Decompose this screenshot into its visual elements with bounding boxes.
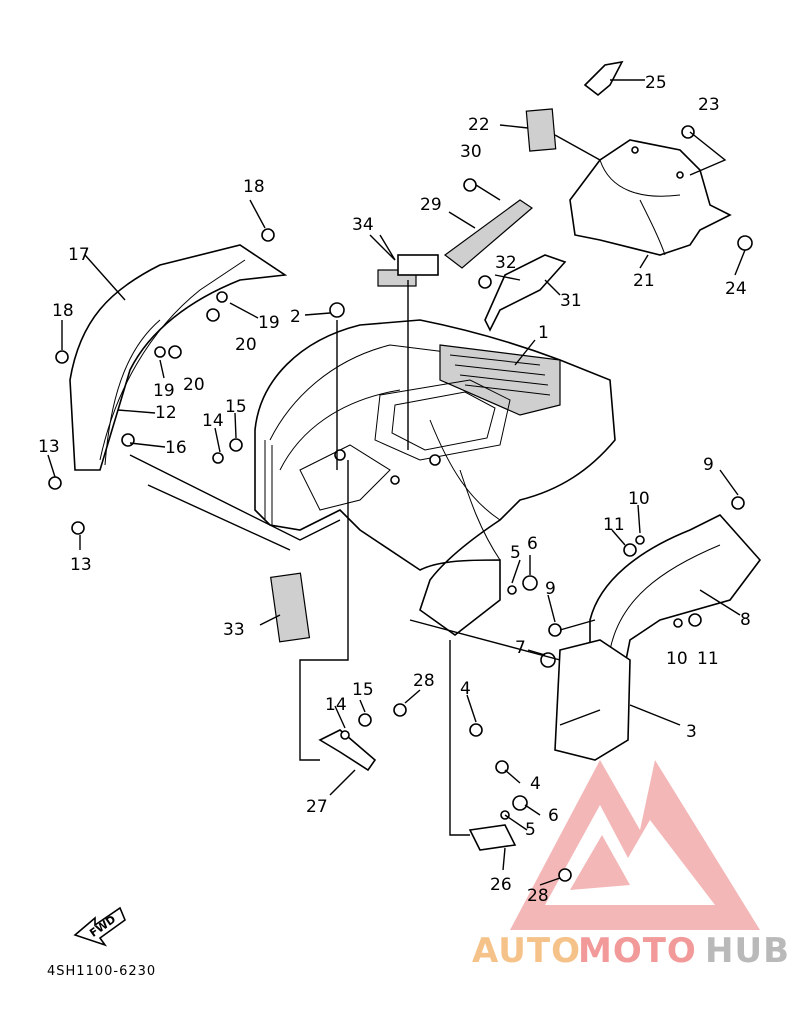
- callout-14a: 14: [202, 411, 224, 431]
- callout-4a: 4: [460, 679, 471, 699]
- clip-25: [583, 60, 624, 97]
- callout-6a: 6: [527, 534, 538, 554]
- callout-20a: 20: [235, 335, 257, 355]
- watermark-logo: [510, 760, 760, 930]
- callout-19b: 19: [153, 381, 175, 401]
- callout-21: 21: [633, 271, 655, 291]
- hardware: [48, 125, 753, 882]
- mud-flap-12: [99, 259, 246, 461]
- watermark-text: AUTO MOTO HUB: [472, 931, 790, 971]
- callout-6b: 6: [548, 806, 559, 826]
- callout-34: 34: [352, 215, 374, 235]
- callout-29: 29: [420, 195, 442, 215]
- callout-32: 32: [495, 253, 517, 273]
- callout-15b: 15: [352, 680, 374, 700]
- callout-16: 16: [165, 438, 187, 458]
- callouts: 25 23 22 30 21 24 29 32 31 18 34 17 2 19…: [38, 73, 751, 906]
- diagram-code: 4SH1100-6230: [47, 964, 156, 979]
- bracket-26: [468, 824, 517, 851]
- callout-3: 3: [686, 722, 697, 742]
- callout-10b: 10: [666, 649, 688, 669]
- label-33: [270, 572, 311, 643]
- callout-22: 22: [468, 115, 490, 135]
- callout-1: 1: [538, 323, 549, 343]
- callout-13b: 13: [70, 555, 92, 575]
- callout-28b: 28: [527, 886, 549, 906]
- callout-30: 30: [460, 142, 482, 162]
- bracket-29: [443, 199, 533, 269]
- callout-15a: 15: [225, 397, 247, 417]
- callout-11b: 11: [697, 649, 719, 669]
- rear-fender: [254, 319, 616, 636]
- callout-7: 7: [515, 638, 526, 658]
- guard-31: [484, 254, 567, 332]
- callout-13a: 13: [38, 437, 60, 457]
- watermark-auto: AUTO: [472, 931, 581, 971]
- watermark-hub: HUB: [705, 931, 790, 971]
- callout-24: 24: [725, 279, 747, 299]
- callout-27: 27: [306, 797, 328, 817]
- callout-12: 12: [155, 403, 177, 423]
- callout-9a: 9: [703, 455, 714, 475]
- callout-5a: 5: [510, 543, 521, 563]
- callout-11a: 11: [603, 515, 625, 535]
- fwd-arrow: FWD: [73, 906, 126, 947]
- side-fender-right: [589, 514, 762, 743]
- label-22: [525, 108, 557, 152]
- callout-18b: 18: [52, 301, 74, 321]
- labels-34: [377, 254, 439, 287]
- callout-17: 17: [68, 245, 90, 265]
- callout-19a: 19: [258, 313, 280, 333]
- callout-18a: 18: [243, 177, 265, 197]
- callout-31: 31: [560, 291, 582, 311]
- bracket-27: [318, 729, 377, 772]
- callout-26: 26: [490, 875, 512, 895]
- callout-5b: 5: [525, 820, 536, 840]
- mud-flap-3: [554, 639, 631, 761]
- callout-4b: 4: [530, 774, 541, 794]
- rear-cover: [569, 139, 732, 256]
- watermark-moto: MOTO: [578, 931, 697, 971]
- callout-10a: 10: [628, 489, 650, 509]
- callout-9b: 9: [545, 579, 556, 599]
- callout-25: 25: [645, 73, 667, 93]
- side-fender-left: [69, 244, 288, 471]
- callout-33: 33: [223, 620, 245, 640]
- callout-28a: 28: [413, 671, 435, 691]
- callout-14b: 14: [325, 695, 347, 715]
- leader-lines: [47, 79, 746, 886]
- callout-23: 23: [698, 95, 720, 115]
- callout-20b: 20: [183, 375, 205, 395]
- callout-8: 8: [740, 610, 751, 630]
- callout-2: 2: [290, 307, 301, 327]
